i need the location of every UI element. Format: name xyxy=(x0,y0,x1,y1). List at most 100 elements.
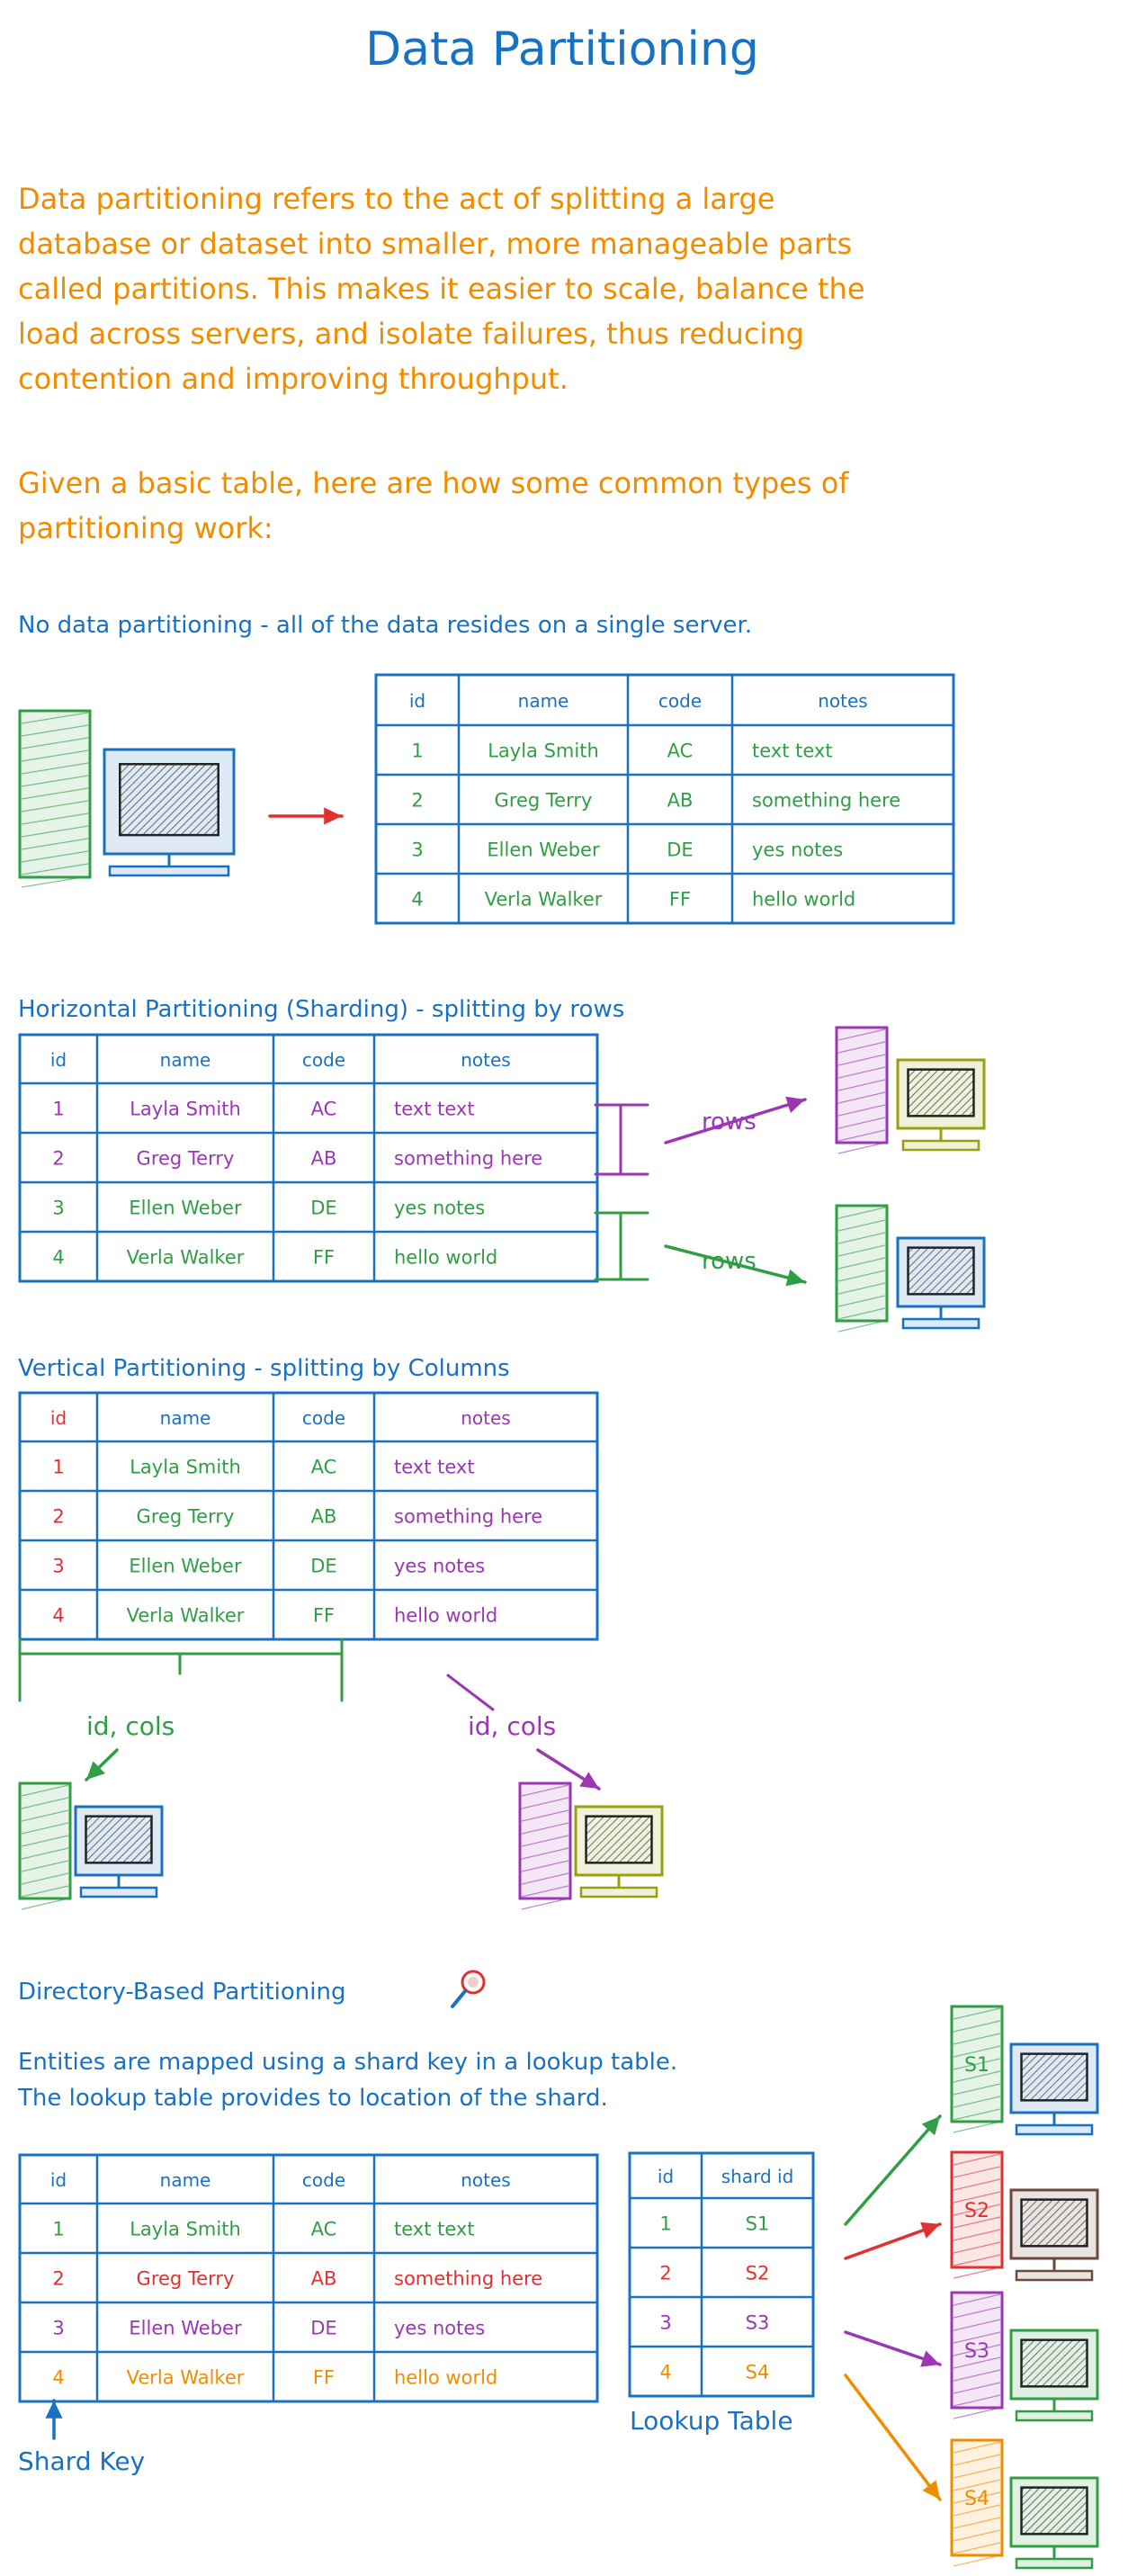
table-cell: 4 xyxy=(659,2362,671,2383)
table-cell: hello world xyxy=(394,2367,497,2389)
table-cell: Greg Terry xyxy=(137,1506,235,1528)
table-cell: 3 xyxy=(52,1556,64,1577)
table-header-cell: name xyxy=(160,1049,211,1071)
table-cell: something here xyxy=(394,1506,542,1528)
lookup-table-caption: Lookup Table xyxy=(630,2406,793,2436)
table-cell: AB xyxy=(311,2268,337,2290)
table-cell: 1 xyxy=(659,2213,671,2235)
shard-label: S3 xyxy=(964,2340,989,2363)
shard-arrow-4 xyxy=(844,2374,942,2501)
table-cell: text text xyxy=(752,740,833,762)
arrow-to-table xyxy=(268,807,344,825)
server-icon xyxy=(950,2291,1099,2422)
table-cell: 2 xyxy=(52,1506,64,1528)
section-heading-horizontal: Horizontal Partitioning (Sharding) - spl… xyxy=(18,996,624,1023)
table-cell: S3 xyxy=(746,2312,770,2334)
monitor-icon xyxy=(103,748,236,877)
table-header-cell: id xyxy=(50,2169,67,2191)
table-header-cell: name xyxy=(160,2169,211,2191)
table-cell: FF xyxy=(669,889,691,911)
intro-paragraph: Data partitioning refers to the act of s… xyxy=(18,182,865,396)
table-header-cell: name xyxy=(518,690,569,712)
table-cell: DE xyxy=(310,2318,336,2339)
table-header-cell: notes xyxy=(461,1049,510,1071)
intro-line: Data partitioning refers to the act of s… xyxy=(18,182,774,216)
table-cell: S1 xyxy=(746,2213,770,2235)
table-cell: text text xyxy=(394,2219,475,2240)
server-icon xyxy=(835,1026,986,1154)
table-cell: yes notes xyxy=(394,1556,485,1577)
table-cell: yes notes xyxy=(394,1198,485,1219)
table-cell: AC xyxy=(311,1099,337,1120)
given-paragraph: Given a basic table, here are how some c… xyxy=(18,466,849,545)
rows-label: rows xyxy=(702,1248,757,1275)
columns-arrow-left xyxy=(85,1748,119,1782)
table-cell: Verla Walker xyxy=(127,2367,245,2389)
columns-bracket-right xyxy=(446,1674,495,1711)
table-row: 2 Greg Terry AB something here xyxy=(52,1148,542,1170)
table-cell: Ellen Weber xyxy=(129,2318,242,2339)
table-cell: AB xyxy=(311,1506,337,1528)
table-cell: Layla Smith xyxy=(130,1457,241,1478)
table-cell: AB xyxy=(311,1148,337,1170)
table-cell: 3 xyxy=(411,839,423,861)
rows-bracket-top xyxy=(594,1103,649,1176)
table-cell: Greg Terry xyxy=(495,790,593,812)
columns-arrow-right xyxy=(536,1748,601,1791)
table-cell: FF xyxy=(313,1247,335,1269)
table-header-cell: notes xyxy=(461,2169,510,2191)
server-icon xyxy=(18,1782,164,1910)
intro-line: called partitions. This makes it easier … xyxy=(18,272,865,306)
table-cell: DE xyxy=(310,1198,336,1219)
table-header-cell: code xyxy=(302,1407,345,1429)
table-cell: something here xyxy=(394,1148,542,1170)
table-row: 1 S1 xyxy=(659,2213,769,2235)
monitor-icon xyxy=(1009,2329,1099,2422)
columns-bracket xyxy=(18,1638,344,1702)
monitor-icon xyxy=(896,1058,986,1152)
table-cell: AB xyxy=(667,790,694,812)
table-cell: 2 xyxy=(52,2268,64,2290)
server-rack xyxy=(950,2438,1004,2567)
rows-arrow-top xyxy=(664,1096,807,1144)
given-line: partitioning work: xyxy=(18,511,273,545)
table-cell: 2 xyxy=(52,1148,64,1170)
table-cell: Greg Terry xyxy=(137,1148,235,1170)
table-header-cell: code xyxy=(302,1049,345,1071)
shard-key-label: Shard Key xyxy=(18,2446,145,2476)
table-cell: 4 xyxy=(52,1605,64,1627)
shard-server-2: S2 xyxy=(950,2150,1099,2282)
table-header-cell: id xyxy=(658,2166,674,2187)
table-header-cell: id xyxy=(50,1049,67,1071)
table-cell: Layla Smith xyxy=(130,1099,241,1120)
table-cell: 1 xyxy=(52,2219,64,2240)
table-cell: hello world xyxy=(394,1247,497,1269)
monitor-icon xyxy=(574,1805,664,1898)
table-cell: AC xyxy=(311,2219,337,2240)
intro-line: contention and improving throughput. xyxy=(18,362,568,396)
columns-label-left: id, cols xyxy=(86,1711,175,1741)
directory-description: Entities are mapped using a shard key in… xyxy=(17,2049,677,2112)
table-cell: 4 xyxy=(52,1247,64,1269)
table-cell: Greg Terry xyxy=(137,2268,235,2290)
table-cell: 4 xyxy=(52,2367,64,2389)
server-rack xyxy=(518,1782,572,1910)
table-header-cell: id xyxy=(409,690,425,712)
server-icon xyxy=(950,2005,1099,2136)
